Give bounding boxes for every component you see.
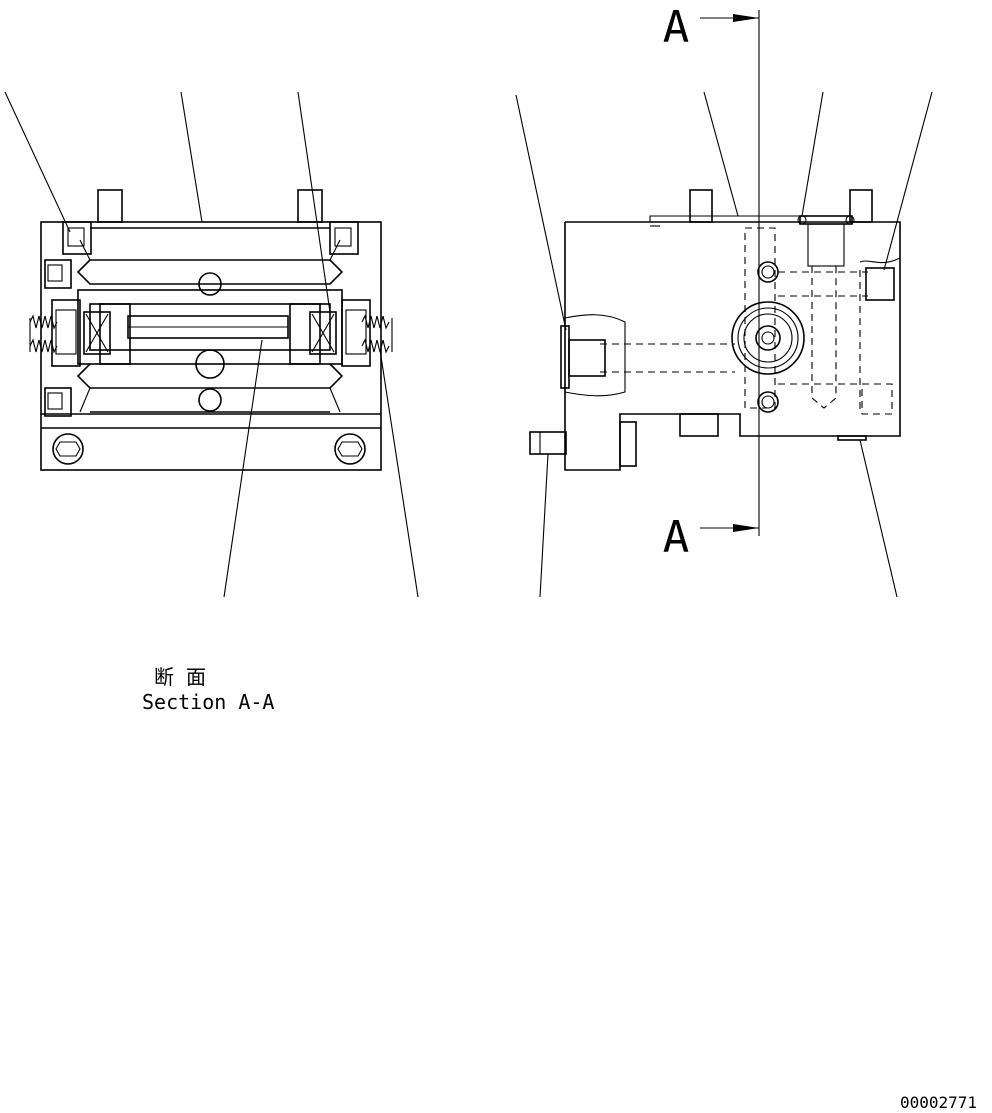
section-marker-top: A <box>663 2 690 53</box>
section-caption-jp: 断 面 <box>154 665 206 689</box>
drawing-number: 00002771 <box>900 1093 977 1112</box>
stud-right <box>297 189 323 223</box>
spool-end-right <box>289 303 321 365</box>
bolt-right <box>334 433 366 465</box>
bolt-left <box>52 433 84 465</box>
section-caption-en: Section A-A <box>142 690 274 714</box>
exterior-view <box>515 10 933 598</box>
spool-end-left <box>99 303 131 365</box>
valve-body-outline <box>564 221 901 471</box>
stud-left <box>97 189 123 223</box>
section-view <box>4 91 419 598</box>
main-port <box>731 301 805 375</box>
section-marker-bottom: A <box>663 512 690 563</box>
